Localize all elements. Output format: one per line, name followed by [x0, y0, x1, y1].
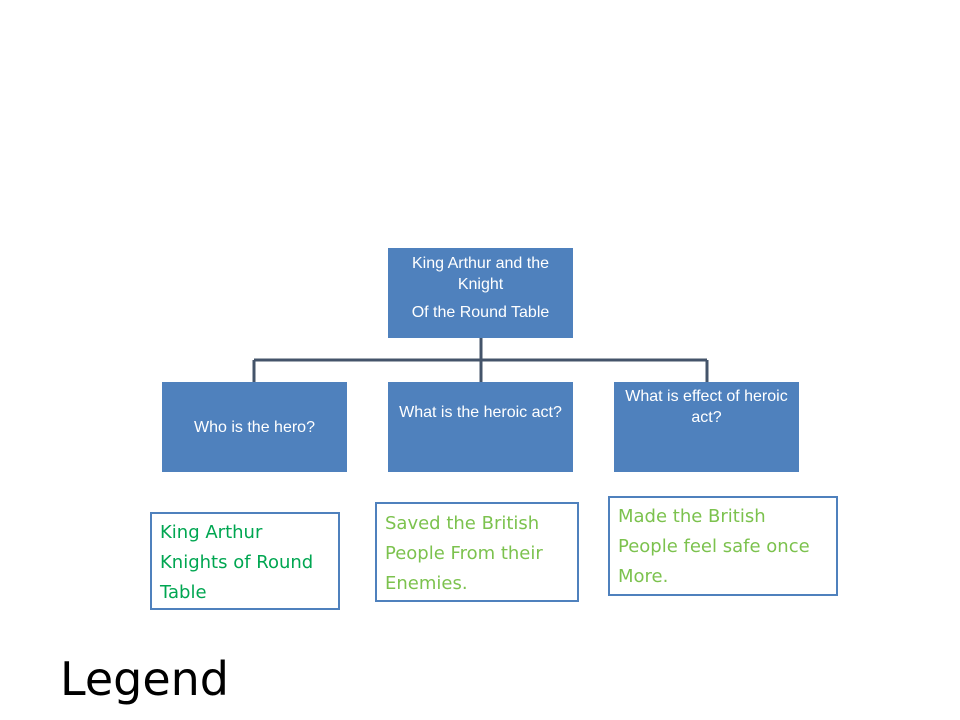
note-heroic-act-line: People From their [385, 543, 543, 564]
child-node-heroic-act-label: What is the heroic act? [399, 404, 562, 421]
legend-title: Legend [60, 652, 229, 706]
note-hero: King Arthur Knights of Round Table [150, 512, 340, 610]
child-node-hero-label: Who is the hero? [194, 418, 315, 436]
root-node-title: King Arthur and the Knight [412, 255, 549, 293]
note-heroic-act: Saved the British People From their Enem… [375, 502, 579, 602]
child-node-heroic-act: What is the heroic act? [388, 382, 573, 472]
child-node-effect: What is effect of heroic act? [614, 382, 799, 472]
note-heroic-act-line: Saved the British [385, 513, 540, 534]
root-node-subtitle: Of the Round Table [411, 304, 550, 321]
note-hero-line: Knights of Round [160, 552, 314, 573]
note-effect-line: People feel safe once [618, 536, 810, 557]
note-hero-line: King Arthur [160, 522, 263, 543]
child-node-hero: Who is the hero? [162, 382, 347, 472]
child-node-effect-label: What is effect of heroic act? [625, 388, 788, 426]
note-effect-line: More. [618, 566, 669, 587]
root-node: King Arthur and the Knight Of the Round … [388, 248, 573, 338]
note-effect-line: Made the British [618, 506, 766, 527]
note-hero-line: Table [160, 582, 207, 603]
note-heroic-act-line: Enemies. [385, 573, 468, 594]
note-effect: Made the British People feel safe once M… [608, 496, 838, 596]
